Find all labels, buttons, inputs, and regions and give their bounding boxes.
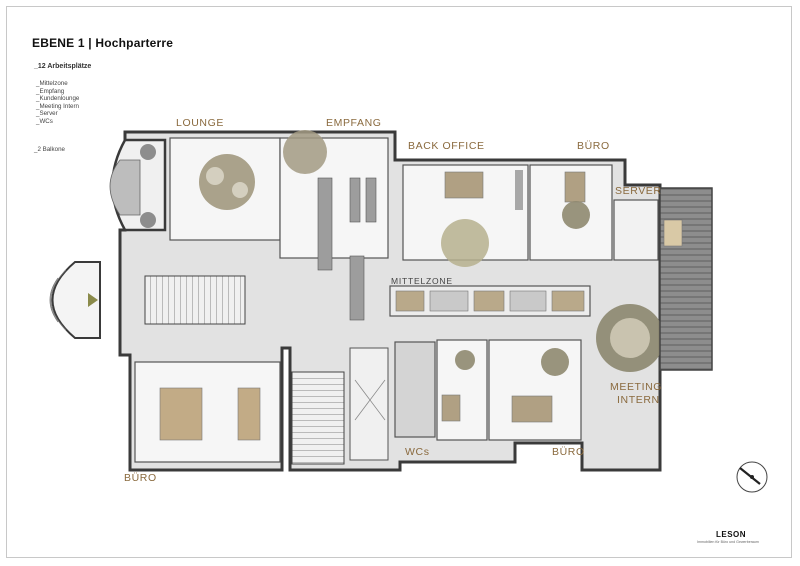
reception-round-table bbox=[283, 130, 327, 174]
entrance-arrow-icon bbox=[88, 293, 98, 307]
label-lounge: LOUNGE bbox=[176, 117, 224, 129]
buero-left-desks bbox=[159, 387, 203, 441]
workplaces-count: _12 Arbeitsplätze bbox=[34, 63, 92, 70]
label-meeting-line1: MEETING bbox=[610, 381, 663, 393]
label-buero-top: BÜRO bbox=[577, 140, 610, 152]
buero-top-desk bbox=[564, 171, 586, 203]
buero-bottom-room bbox=[488, 339, 582, 441]
stair-lower bbox=[291, 371, 345, 465]
balcony-note: _2 Balkone bbox=[34, 146, 65, 153]
feature-item: _Mittelzone bbox=[36, 80, 68, 87]
feature-item: _Server bbox=[36, 110, 58, 118]
lift-shaft bbox=[349, 347, 389, 461]
entrance bbox=[49, 261, 101, 339]
logo: LESON bbox=[716, 530, 747, 539]
page-title: EBENE 1 | Hochparterre bbox=[32, 36, 174, 50]
label-server: SERVER bbox=[615, 185, 662, 197]
back-office-desk bbox=[444, 171, 484, 199]
label-back-office: BACK OFFICE bbox=[408, 140, 485, 152]
server-room bbox=[613, 199, 659, 261]
page-frame bbox=[6, 6, 792, 558]
stair-icon bbox=[144, 275, 246, 325]
label-mittelzone: MITTELZONE bbox=[391, 276, 453, 286]
feature-item: _WCs bbox=[36, 117, 53, 125]
feature-item: _Empfang bbox=[36, 87, 65, 95]
back-office-round-table bbox=[441, 219, 489, 267]
balcony-right bbox=[659, 187, 713, 371]
feature-item: _Kundenlounge bbox=[36, 95, 80, 103]
lounge-round-table bbox=[199, 154, 255, 210]
label-meeting-line2: INTERN bbox=[617, 394, 660, 406]
buero-bottom-desks bbox=[511, 395, 553, 423]
reception-desk bbox=[317, 177, 333, 271]
feature-list: _Mittelzone _Empfang _Kundenlounge _Meet… bbox=[36, 80, 79, 126]
feature-item: _Meeting Intern bbox=[36, 102, 79, 110]
logo-tagline: Immobilien für Büro und Gewerberaum bbox=[697, 540, 759, 544]
label-wcs: WCs bbox=[405, 446, 430, 458]
label-empfang: EMPFANG bbox=[326, 117, 382, 129]
label-buero-left: BÜRO bbox=[124, 472, 157, 484]
label-buero-bottom: BÜRO bbox=[552, 446, 585, 458]
north-arrow-icon bbox=[736, 461, 768, 493]
wc-block bbox=[394, 341, 436, 438]
